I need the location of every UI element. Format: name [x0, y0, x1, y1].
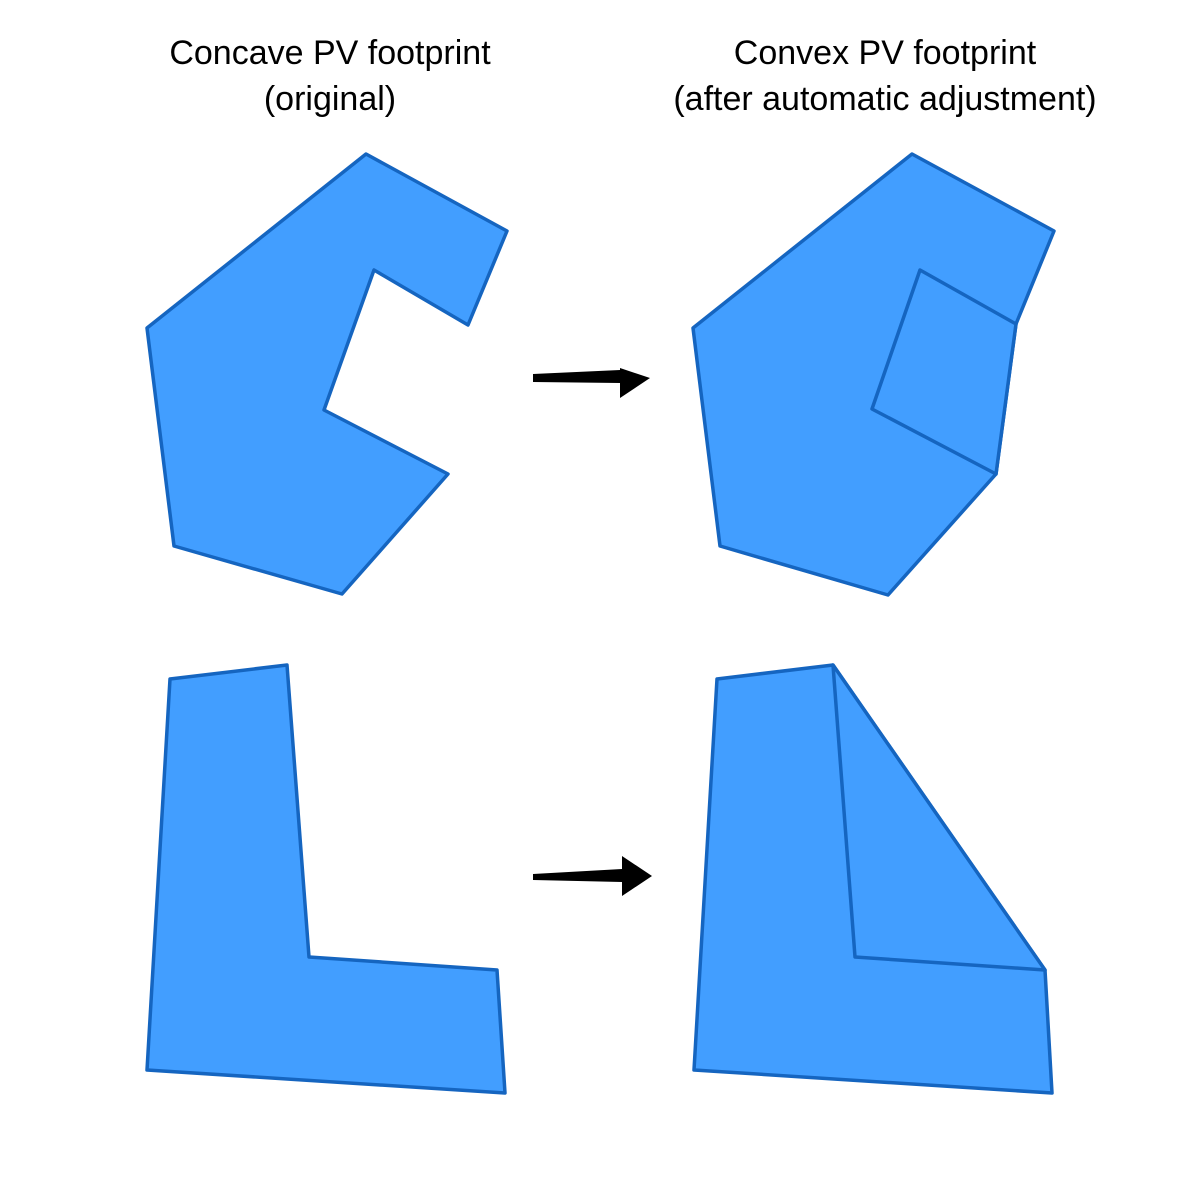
- convex-footprint-top: [691, 152, 1056, 597]
- heading-convex-title: Convex PV footprint: [733, 34, 1037, 72]
- heading-concave: Concave PV footprint (original): [80, 30, 580, 122]
- heading-convex-subtitle: (after automatic adjustment): [673, 80, 1097, 118]
- arrow-bottom: [533, 856, 652, 896]
- heading-convex: Convex PV footprint (after automatic adj…: [630, 30, 1140, 122]
- heading-concave-title: Concave PV footprint: [169, 34, 491, 72]
- arrow-top-shaft: [533, 368, 650, 398]
- added-region-bottom: [831, 663, 1047, 972]
- added-region-top: [870, 268, 1018, 476]
- arrow-top: [533, 368, 650, 398]
- concave-footprint-bottom: [145, 663, 507, 1095]
- concave-footprint-top: [145, 152, 509, 596]
- heading-concave-subtitle: (original): [263, 80, 397, 118]
- arrow-bottom-shaft: [533, 856, 652, 896]
